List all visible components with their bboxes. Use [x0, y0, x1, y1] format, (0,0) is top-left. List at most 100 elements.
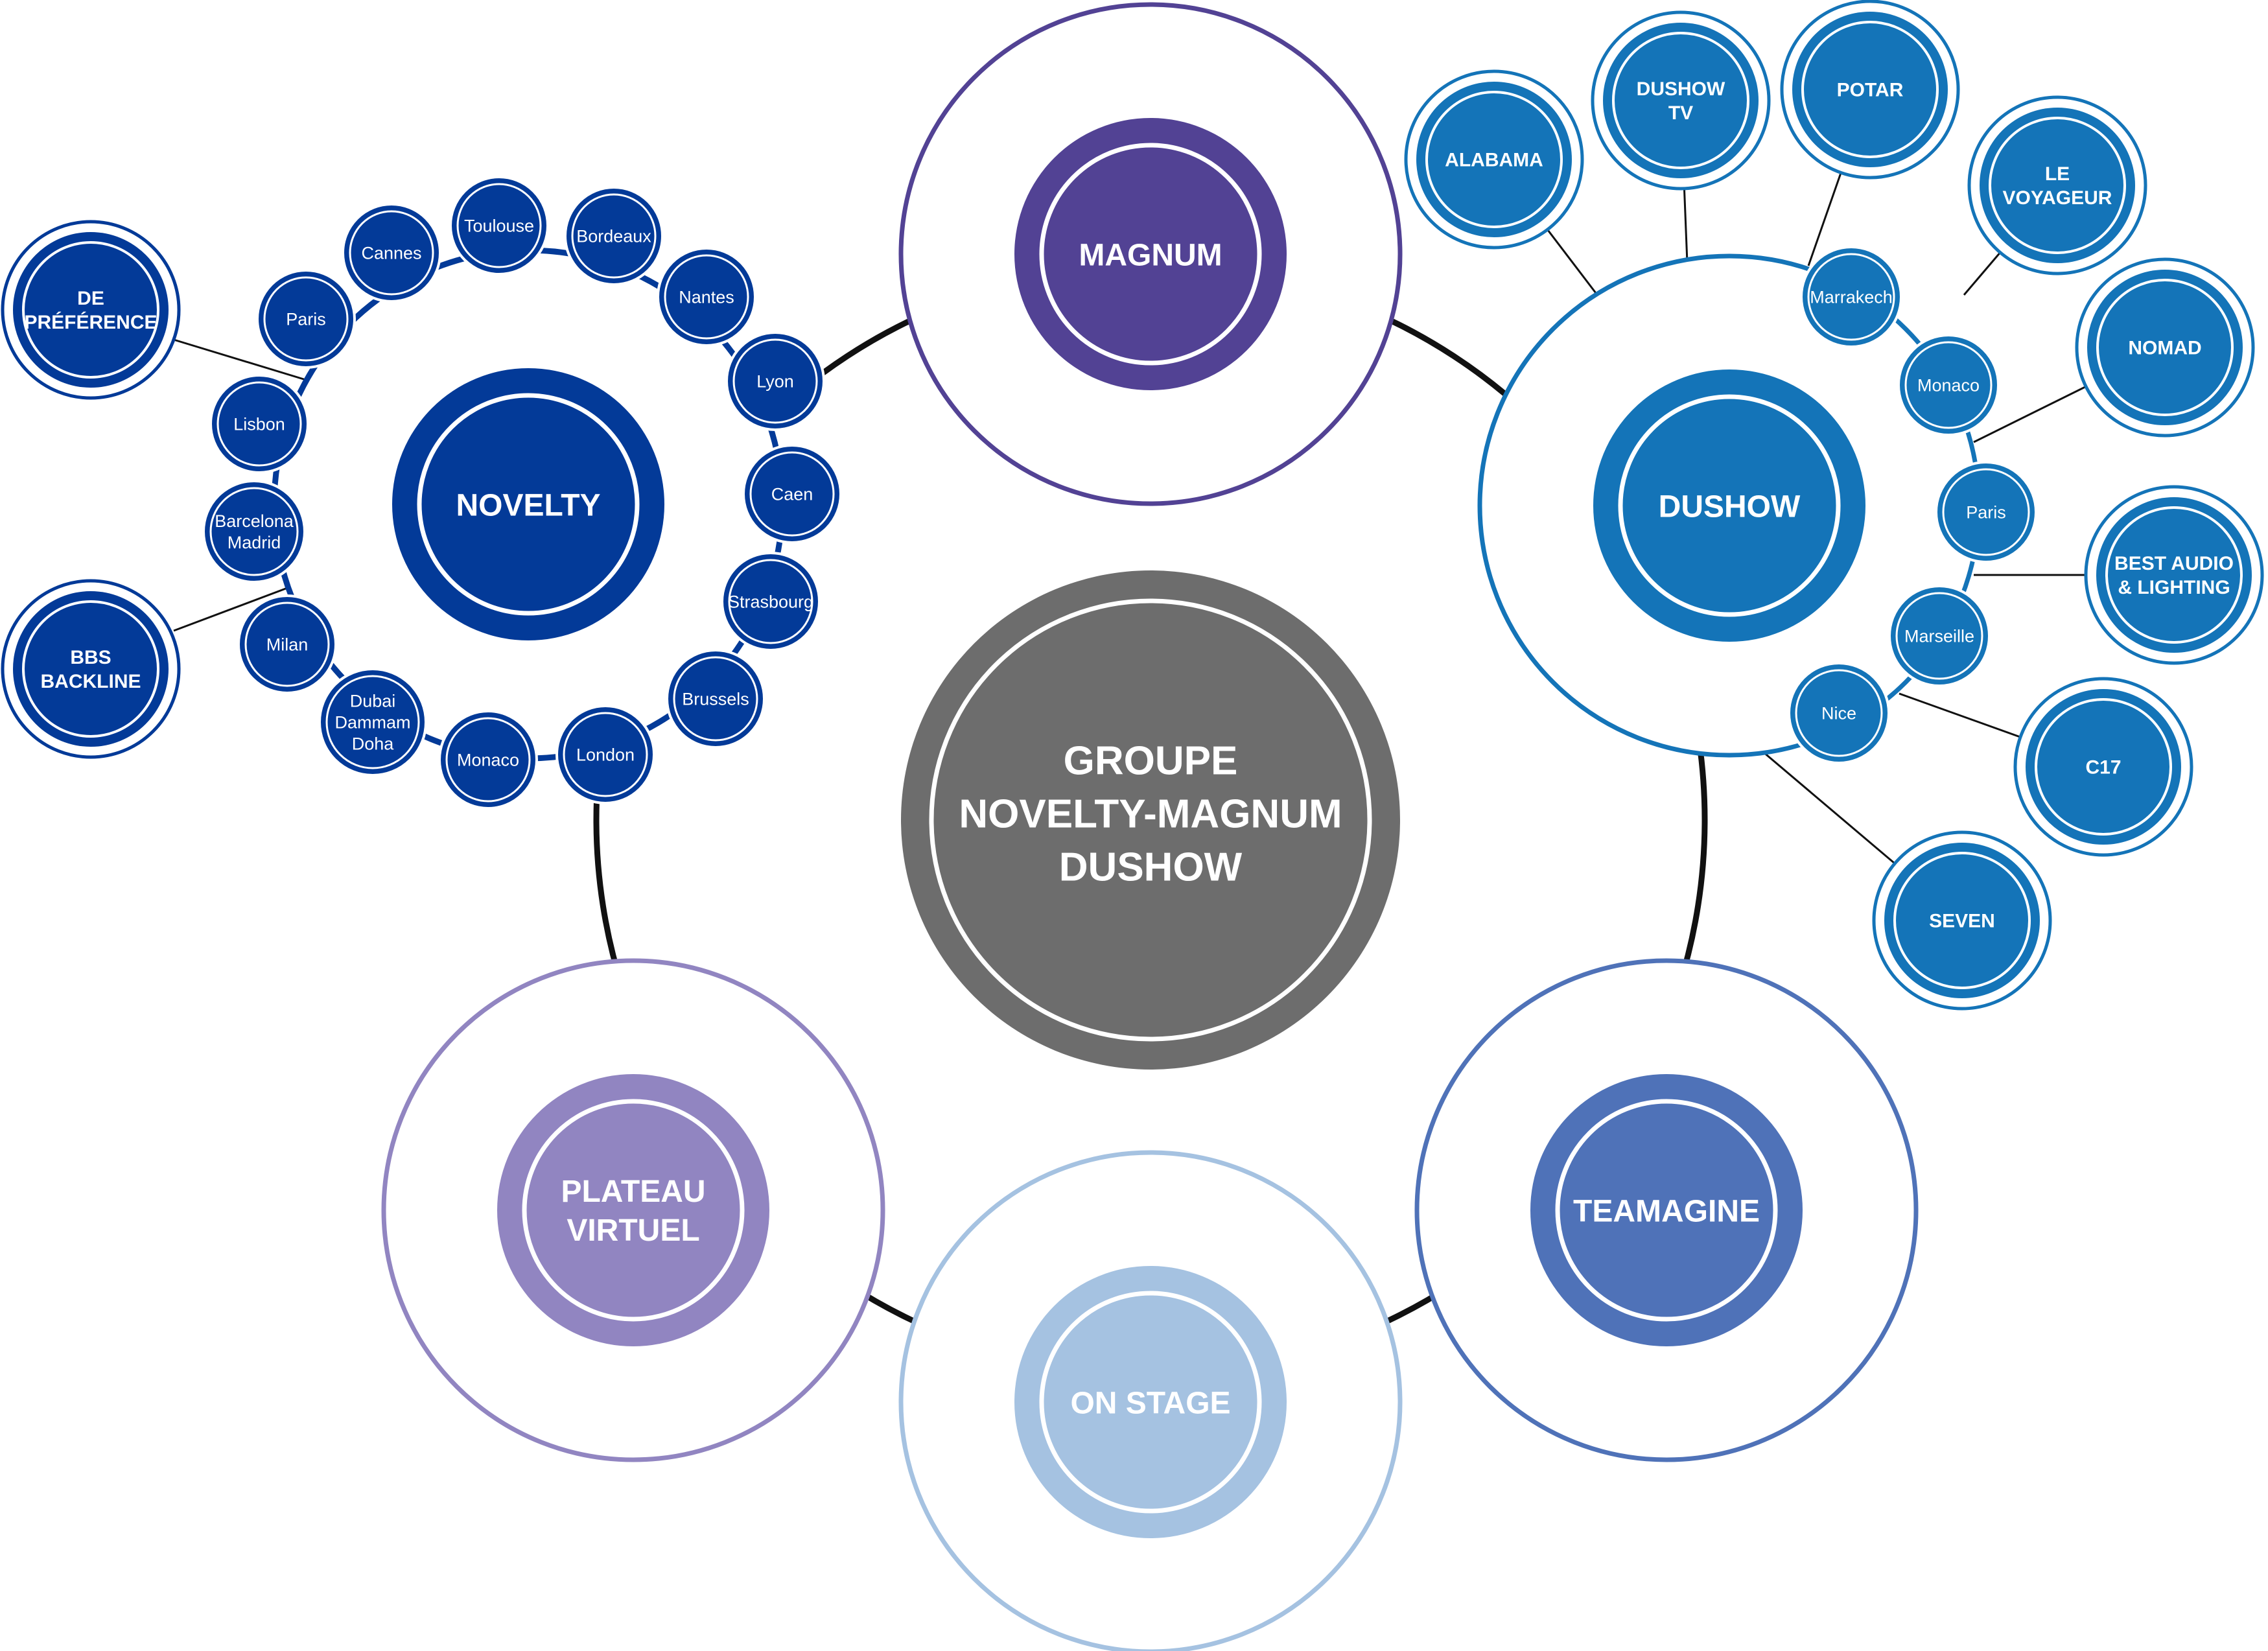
brand-inner-ring — [1425, 91, 1563, 228]
city-bubble-ring — [1942, 468, 2030, 556]
novelty-city-milan: Milan — [237, 594, 337, 694]
brand-inner-circle — [1980, 108, 2135, 263]
dushow-brand-seven: SEVEN — [1872, 830, 2052, 1011]
city-bubble — [666, 649, 766, 749]
city-bubble-ring — [349, 210, 434, 296]
city-bubble — [1897, 334, 2000, 436]
city-label: Barcelona — [215, 511, 294, 531]
dushow-city-marrakech: Marrakech — [1800, 246, 1902, 348]
company-label: TEAMAGINE — [1573, 1195, 1760, 1229]
city-bubble-ring — [263, 276, 349, 362]
city-bubble-ring — [209, 487, 299, 576]
city-bubble-ring — [244, 602, 330, 687]
novelty-city-bordeaux: Bordeaux — [564, 186, 664, 286]
city-bubble — [449, 176, 549, 275]
dushow-city-paris: Paris — [1935, 461, 2037, 563]
company-label: PLATEAU — [561, 1175, 705, 1209]
brand-inner-circle — [13, 232, 169, 388]
brand-inner-circle — [2026, 689, 2181, 845]
city-bubble — [721, 552, 821, 651]
brand-label: POTAR — [1837, 80, 1904, 101]
brand-label: C17 — [2085, 757, 2121, 779]
brand-label: VOYAGEUR — [2003, 187, 2112, 209]
city-label: Paris — [1966, 502, 2006, 522]
city-label: Lisbon — [233, 414, 285, 434]
novelty-city-paris: Paris — [256, 269, 356, 369]
city-label: Bordeaux — [576, 226, 651, 246]
company-inner-circle — [1530, 1074, 1803, 1346]
city-label: London — [576, 745, 635, 764]
company-inner-circle — [1014, 118, 1287, 390]
city-label: Paris — [286, 309, 326, 329]
city-bubble-ring — [728, 559, 813, 644]
city-bubble-ring — [1904, 341, 1993, 429]
dushow-brand-c17: C17 — [2013, 677, 2193, 857]
brand-label: TV — [1668, 102, 1693, 124]
city-label: Nantes — [679, 287, 734, 307]
brand-inner-ring — [1989, 117, 2126, 254]
city-label: Doha — [352, 734, 395, 753]
brand-label: BBS — [70, 647, 111, 668]
novelty-city-strasbourg: Strasbourg — [721, 552, 821, 651]
novelty-city-monaco: Monaco — [438, 710, 538, 810]
novelty-city-nantes: Nantes — [657, 247, 756, 347]
company-inner-ring — [417, 393, 640, 616]
company-novelty: NOVELTYParisCannesToulouseBordeauxNantes… — [1, 176, 842, 810]
novelty-brand-connector — [173, 338, 315, 384]
brand-inner-ring — [2096, 279, 2234, 416]
city-bubble — [742, 444, 842, 544]
company-plateau-virtuel: PLATEAU VIRTUEL — [381, 958, 885, 1462]
city-bubble-ring — [325, 675, 420, 769]
brand-inner-ring — [2105, 506, 2243, 644]
company-inner-circle — [497, 1074, 769, 1346]
city-bubble-ring — [1795, 669, 1883, 757]
dushow-city-nice: Nice — [1788, 662, 1890, 764]
dushow-city-monaco: Monaco — [1897, 334, 2000, 436]
brand-label: DUSHOW — [1637, 78, 1725, 100]
company-label: VIRTUEL — [567, 1213, 699, 1248]
novelty-city-caen: Caen — [742, 444, 842, 544]
company-inner-ring — [1039, 1291, 1262, 1514]
company-inner-circle — [392, 368, 664, 640]
city-bubble — [657, 247, 756, 347]
city-bubble-ring — [664, 254, 749, 340]
city-bubble — [555, 705, 655, 804]
brand-label: BEST AUDIO — [2114, 553, 2234, 574]
city-bubble — [1788, 662, 1890, 764]
city-label: Strasbourg — [728, 592, 813, 611]
company-label: NOVELTY — [456, 489, 600, 523]
brand-label: PRÉFÉRENCE — [24, 311, 157, 333]
center-circle — [901, 570, 1400, 1070]
city-bubble-ring — [563, 712, 648, 797]
city-label: Marrakech — [1810, 287, 1893, 307]
city-bubble-ring — [571, 193, 657, 279]
city-bubble — [237, 594, 337, 694]
company-inner-ring — [522, 1099, 745, 1322]
city-label: Monaco — [457, 750, 519, 769]
city-bubble-ring — [1895, 592, 1983, 680]
brand-inner-ring — [22, 600, 159, 738]
brand-inner-ring — [1893, 852, 2031, 989]
company-on-stage: ON STAGE — [898, 1150, 1403, 1651]
city-label: Dammam — [334, 712, 410, 732]
group-name: GROUPE — [1064, 739, 1238, 784]
brand-inner-circle — [2096, 497, 2252, 653]
brand-label: & LIGHTING — [2118, 577, 2230, 598]
dushow-city-marseille: Marseille — [1888, 585, 1991, 687]
city-label: Cannes — [361, 243, 421, 263]
novelty-city-lyon: Lyon — [725, 331, 825, 431]
city-bubble-ring — [673, 656, 758, 742]
company-label: DUSHOW — [1659, 490, 1801, 524]
brand-inner-circle — [1884, 843, 2040, 998]
brand-label: ALABAMA — [1445, 150, 1543, 171]
dushow-brand-alabama: ALABAMA — [1404, 69, 1584, 250]
novelty-city-brussels: Brussels — [666, 649, 766, 749]
city-bubble — [342, 203, 441, 303]
